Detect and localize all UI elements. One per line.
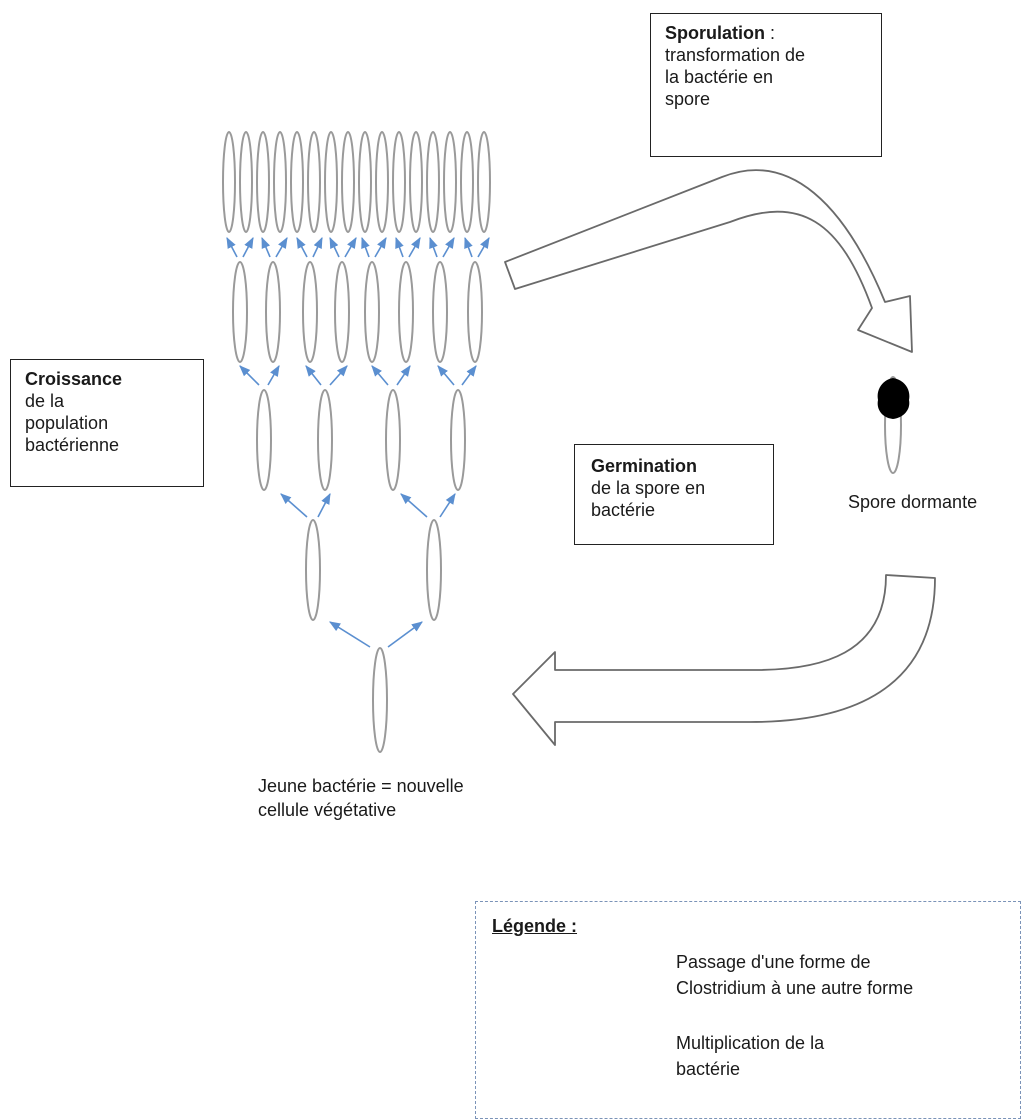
spore-label: Spore dormante bbox=[848, 492, 978, 512]
bacterium-cell bbox=[305, 519, 321, 621]
division-arrow-icon bbox=[396, 365, 411, 386]
bacterium-cell bbox=[467, 261, 483, 363]
bacterium-cell bbox=[443, 131, 457, 233]
young-bacterium-caption-line: cellule végétative bbox=[258, 800, 397, 820]
division-arrow-icon bbox=[329, 236, 340, 258]
germination-arrow bbox=[512, 574, 936, 746]
young-bacterium-caption-line: Jeune bactérie = nouvelle bbox=[258, 776, 464, 796]
germination-line: de la spore en bbox=[591, 478, 706, 498]
germination-title: Germination bbox=[591, 456, 698, 476]
division-arrow-icon bbox=[371, 365, 389, 386]
division-arrow-icon bbox=[280, 493, 308, 518]
germination-line: bactérie bbox=[591, 500, 656, 520]
bacterium-cell bbox=[265, 261, 281, 363]
division-arrows bbox=[226, 236, 490, 648]
legend-multiplication-line: bactérie bbox=[676, 1059, 741, 1079]
bacterium-cell bbox=[334, 261, 350, 363]
division-arrow-icon bbox=[275, 237, 288, 258]
division-arrow-icon bbox=[344, 237, 357, 258]
division-arrow-icon bbox=[464, 236, 473, 258]
sporulation-arrow bbox=[504, 169, 913, 353]
legend-transition-line: Passage d'une forme de bbox=[676, 952, 871, 972]
bacterium-cell bbox=[341, 131, 355, 233]
bacterium-cell bbox=[409, 131, 423, 233]
croissance-title: Croissance bbox=[25, 369, 123, 389]
bacterium-cell bbox=[317, 389, 333, 491]
legend-transition-text: Passage d'une forme de Clostridium à une… bbox=[676, 949, 1021, 1001]
croissance-line: bactérienne bbox=[25, 435, 120, 455]
bacterium-cell bbox=[324, 131, 338, 233]
sporulation-title: Sporulation bbox=[665, 23, 765, 43]
division-arrow-icon bbox=[408, 237, 421, 258]
legend-transition-line: Clostridium à une autre forme bbox=[676, 978, 914, 998]
young-bacterium-caption: Jeune bactérie = nouvelle cellule végéta… bbox=[258, 774, 558, 822]
sporulation-box: Sporulation : transformation de la bacté… bbox=[650, 13, 882, 157]
legend-title: Légende : bbox=[492, 916, 578, 936]
croissance-line: de la bbox=[25, 391, 65, 411]
bacterium-cell bbox=[307, 131, 321, 233]
bacterium-cell bbox=[392, 131, 406, 233]
bacterium-cell bbox=[239, 131, 253, 233]
sporulation-title-suffix: : bbox=[765, 23, 776, 43]
spore-icon bbox=[877, 376, 910, 474]
division-arrow-icon bbox=[226, 237, 238, 258]
division-arrow-icon bbox=[461, 365, 477, 386]
sporulation-line: transformation de bbox=[665, 45, 806, 65]
bacterium-cell bbox=[426, 131, 440, 233]
division-arrow-icon bbox=[374, 237, 387, 258]
bacterium-cell bbox=[398, 261, 414, 363]
division-arrow-icon bbox=[477, 237, 490, 258]
legend-multiplication-line: Multiplication de la bbox=[676, 1033, 825, 1053]
bacterium-cell bbox=[432, 261, 448, 363]
legend-box bbox=[475, 901, 1021, 1119]
croissance-line: population bbox=[25, 413, 109, 433]
bacterium-cell bbox=[302, 261, 318, 363]
sporulation-line: spore bbox=[665, 89, 711, 109]
bacterium-cell bbox=[273, 131, 287, 233]
division-arrow-icon bbox=[395, 236, 404, 258]
bacterium-cell bbox=[450, 389, 466, 491]
division-arrow-icon bbox=[361, 236, 370, 258]
bacterium-cell bbox=[460, 131, 474, 233]
division-arrow-icon bbox=[239, 365, 260, 386]
division-arrow-icon bbox=[267, 365, 280, 386]
legend-multiplication-text: Multiplication de la bactérie bbox=[676, 1030, 976, 1082]
bacterium-cell bbox=[477, 131, 491, 233]
bacterium-cell bbox=[385, 389, 401, 491]
bacterium-cell bbox=[256, 131, 270, 233]
bacterium-cell bbox=[290, 131, 304, 233]
division-arrow-icon bbox=[261, 236, 271, 258]
division-arrow-icon bbox=[437, 365, 455, 386]
division-arrow-icon bbox=[312, 236, 323, 258]
bacterium-cell bbox=[375, 131, 389, 233]
division-arrow-icon bbox=[305, 365, 322, 386]
division-arrow-icon bbox=[329, 365, 348, 386]
bacterium-cell bbox=[426, 519, 442, 621]
sporulation-line: la bactérie en bbox=[665, 67, 774, 87]
bacteria-population-tree bbox=[222, 131, 491, 753]
division-arrow-icon bbox=[439, 493, 456, 518]
division-arrow-icon bbox=[317, 493, 331, 518]
croissance-box: Croissance de la population bactérienne bbox=[10, 359, 204, 487]
bacterium-cell bbox=[232, 261, 248, 363]
bacterium-cell bbox=[364, 261, 380, 363]
young-bacterium-cell bbox=[372, 647, 388, 753]
bacterium-cell bbox=[358, 131, 372, 233]
bacterium-cell bbox=[222, 131, 236, 233]
division-arrow-icon bbox=[429, 236, 438, 258]
division-arrow-icon bbox=[442, 237, 455, 258]
division-arrow-icon bbox=[400, 493, 428, 518]
division-arrow-icon bbox=[387, 621, 423, 648]
bacterium-cell bbox=[256, 389, 272, 491]
germination-box: Germination de la spore en bactérie bbox=[574, 444, 774, 545]
division-arrow-icon bbox=[329, 621, 371, 648]
division-arrow-icon bbox=[242, 237, 254, 258]
division-arrow-icon bbox=[296, 237, 308, 258]
